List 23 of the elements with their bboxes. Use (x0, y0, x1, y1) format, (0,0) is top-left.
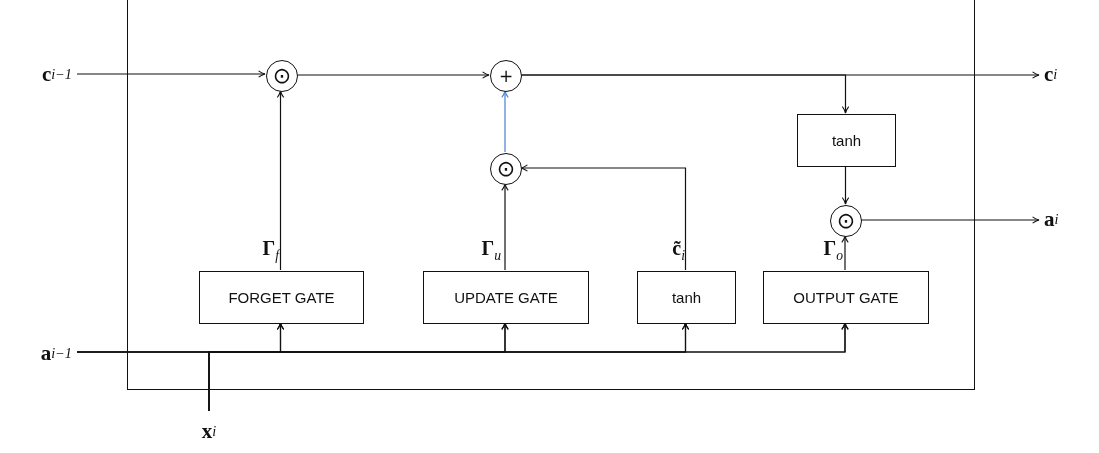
box-label: tanh (831, 132, 862, 149)
output-label: Γ$_{o}$ (822, 237, 843, 264)
box-label: UPDATE GATE (454, 289, 558, 306)
operator-circle (490, 153, 522, 185)
operator-circle (490, 60, 522, 92)
cell-frame (127, 0, 975, 390)
operator-symbol: ⊙ (496, 158, 516, 180)
process-box (797, 114, 896, 167)
operator-symbol: ⊙ (272, 65, 292, 87)
process-box (423, 271, 589, 324)
operator-circle (266, 60, 298, 92)
operator-symbol: ⊙ (836, 210, 856, 232)
output-label: Γ$_{u}$ (480, 237, 501, 264)
output-label: Γ$_{f}$ (261, 237, 279, 264)
process-box (199, 271, 364, 324)
operator-symbol: + (498, 67, 514, 85)
process-box (763, 271, 929, 324)
output-label: c̃$_{i}$ (671, 237, 685, 264)
operator-circle (830, 205, 862, 237)
box-label: tanh (671, 289, 702, 306)
box-label: FORGET GATE (228, 289, 335, 306)
box-label: OUTPUT GATE (793, 289, 899, 306)
process-box (637, 271, 736, 324)
